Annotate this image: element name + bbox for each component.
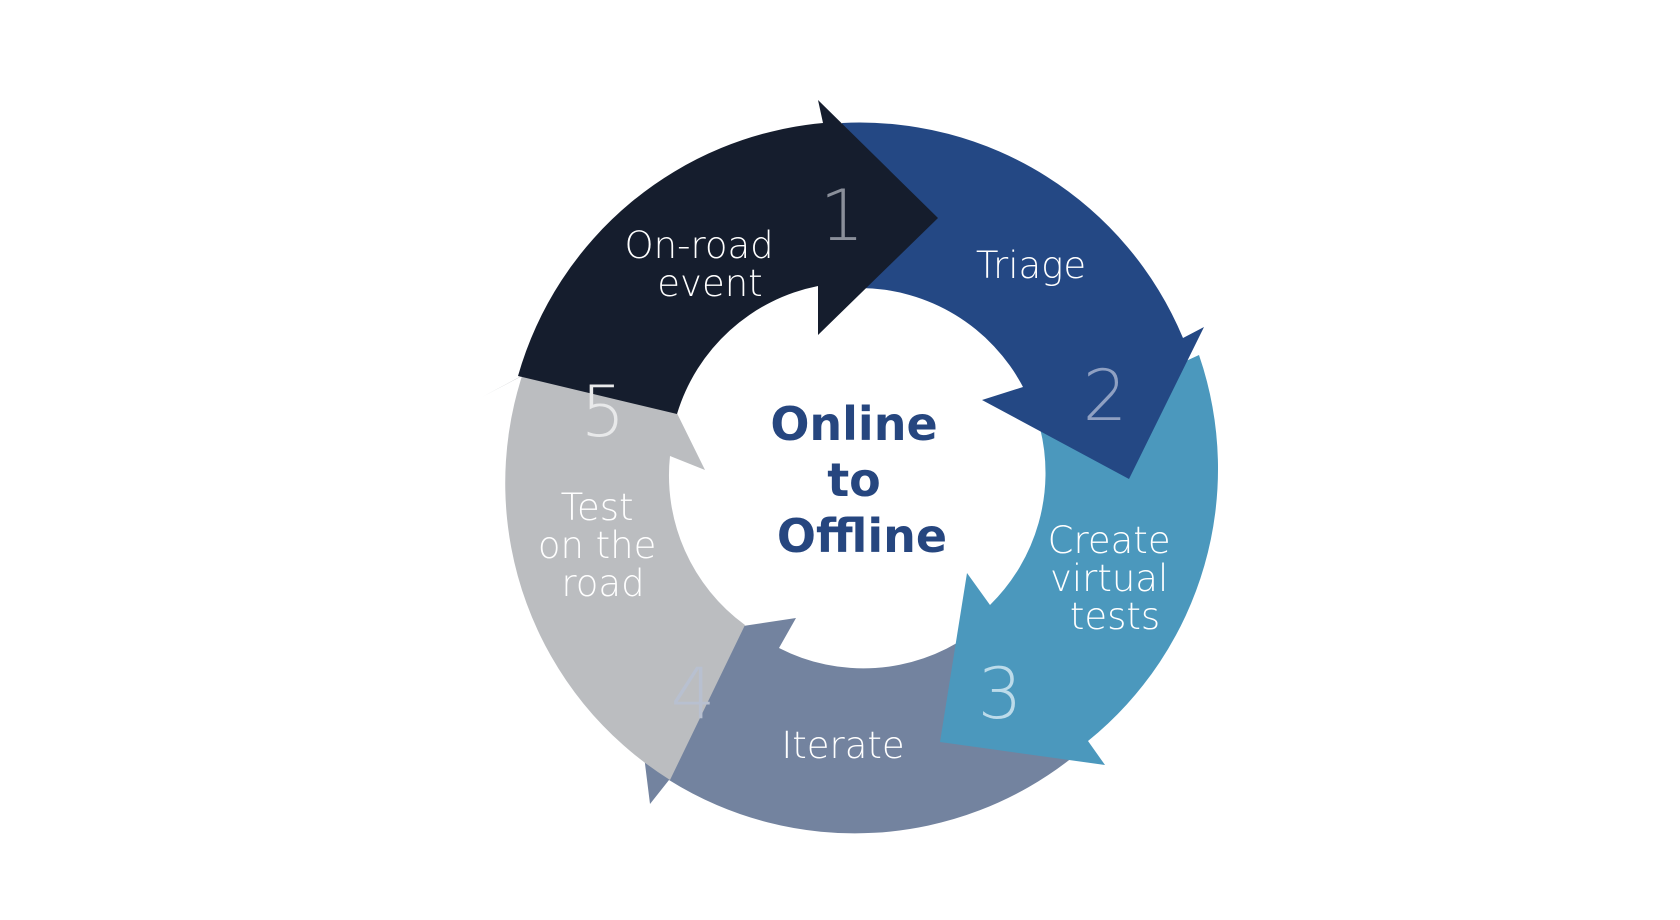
center-title: Online to Offline: [770, 397, 953, 563]
step-5-number: 5: [581, 371, 626, 453]
step-2-number: 2: [1083, 355, 1128, 437]
step-4-number: 4: [671, 653, 716, 735]
step-5-arrow: [482, 318, 745, 780]
step-2-arrow: [842, 122, 1204, 479]
step-1-label: On-road event: [625, 224, 786, 305]
step-3-label: Create virtual tests: [1048, 519, 1183, 638]
step-1-number: 1: [820, 175, 865, 257]
step-3-number: 3: [978, 653, 1023, 735]
step-3-arrow: [940, 355, 1219, 765]
step-2-label: Triage: [976, 244, 1086, 287]
step-4-label: Iterate: [781, 724, 904, 767]
step-5-label: Test on the road: [538, 486, 668, 605]
step-1-arrow: [518, 100, 938, 414]
